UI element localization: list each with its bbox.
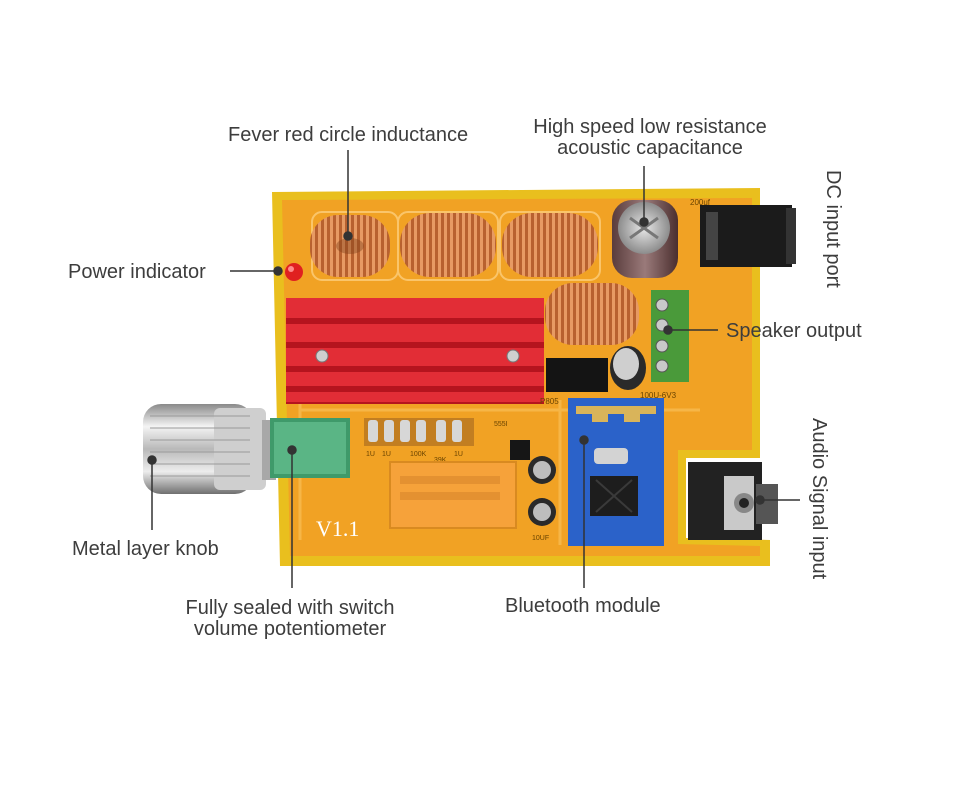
potentiometer-label-line1: Fully sealed with switch <box>185 597 395 619</box>
chip-text: 555I <box>494 421 508 428</box>
potentiometer <box>270 418 350 478</box>
regulator-text: P805 <box>540 397 559 406</box>
metal-knob <box>143 404 276 494</box>
relay <box>389 461 517 529</box>
cap-10uf-text: 10UF <box>532 535 549 542</box>
inductor-4 <box>545 283 639 345</box>
inductance-label: Fever red circle inductance <box>228 124 469 146</box>
cap-value-text: 200uf <box>690 198 711 207</box>
knob-label: Metal layer knob <box>72 538 219 560</box>
capacitance-label-line2: acoustic capacitance <box>557 137 743 159</box>
dc-jack <box>700 205 796 267</box>
cap-1u-b-text: 1U <box>382 451 391 458</box>
heatsink <box>286 298 544 404</box>
cap-1u-c-text: 1U <box>454 451 463 458</box>
regulator: P805 <box>540 358 608 406</box>
resistor-row: 1U 1U 100K 39K 1U 555I <box>364 418 508 464</box>
power-indicator-label: Power indicator <box>68 261 206 283</box>
small-capacitor: 100U-6V3 <box>610 346 677 400</box>
capacitance-label-line1: High speed low resistance <box>533 116 767 138</box>
dc-input-label: DC input port <box>822 170 844 288</box>
inductor-2 <box>400 213 496 277</box>
inductor-3 <box>502 213 598 277</box>
res-100k-text: 100K <box>410 451 427 458</box>
board-version: V1.1 <box>316 516 359 541</box>
small-cap-text: 100U-6V3 <box>640 391 677 400</box>
leader-lines <box>147 150 800 588</box>
power-led <box>285 263 303 281</box>
res-39k-text: 39K <box>434 457 447 464</box>
filter-capacitors: 10UF <box>510 440 556 542</box>
speaker-terminal <box>651 290 689 382</box>
bluetooth-label: Bluetooth module <box>505 595 661 617</box>
cap-1u-a-text: 1U <box>366 451 375 458</box>
potentiometer-label-line2: volume potentiometer <box>193 618 387 640</box>
inductor-1 <box>310 215 390 277</box>
audio-jack <box>688 462 778 540</box>
potentiometer-label: Fully sealed with switch volume potentio… <box>162 598 418 640</box>
audio-input-label: Audio Signal input <box>808 418 830 580</box>
bluetooth-module-board <box>568 398 664 546</box>
main-capacitor: 200uf <box>612 198 711 278</box>
capacitance-label: High speed low resistance acoustic capac… <box>522 117 778 159</box>
speaker-output-label: Speaker output <box>726 320 862 342</box>
